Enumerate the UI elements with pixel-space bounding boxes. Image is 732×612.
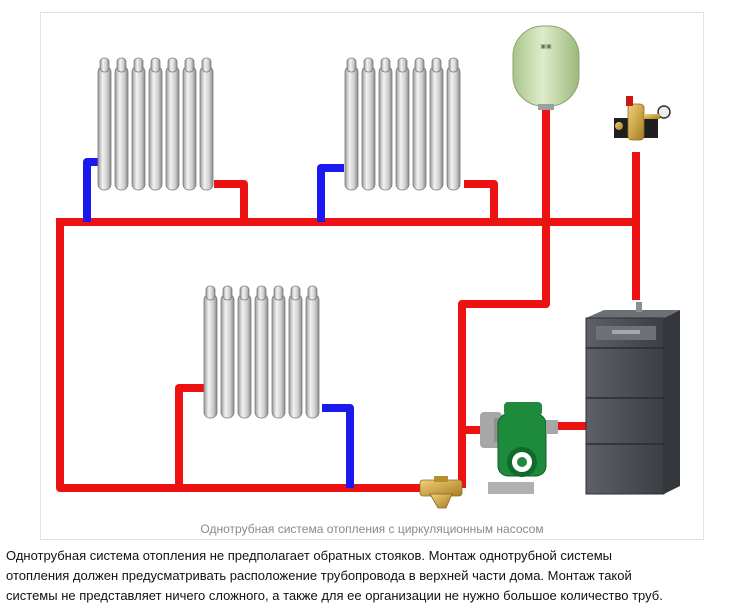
description-line: отопления должен предусматривать располо… [6,568,632,583]
radiator-icon [97,57,214,191]
filter-valve-icon [419,476,463,509]
description-text: Однотрубная система отопления не предпол… [6,546,728,606]
radiator-3-return [322,404,354,488]
expansion-tank-icon: ▣▣ [512,25,580,110]
boiler-icon [585,302,680,495]
circulation-pump-icon [480,402,558,494]
hot-loop-left [56,218,462,492]
description-line: Однотрубная система отопления не предпол… [6,548,612,563]
heating-diagram: ▣▣ [56,25,680,509]
pipe-network [56,110,640,492]
radiator-2-supply [464,180,498,222]
radiator-2-return [317,164,344,222]
radiator-1-supply [214,180,248,222]
description-line: системы не представляет ничего сложного,… [6,588,663,603]
radiator-2 [344,57,461,191]
radiator-1 [97,57,214,191]
expansion-tank-line [458,110,550,488]
svg-text:▣▣: ▣▣ [540,44,552,50]
radiator-3 [203,285,320,419]
radiator-icon [344,57,461,191]
radiator-icon [203,285,320,419]
radiator-3-supply [175,384,206,488]
safety-group-icon [614,96,671,141]
figure-caption: Однотрубная система отопления с циркуляц… [200,522,544,536]
radiator-1-return [83,158,98,222]
